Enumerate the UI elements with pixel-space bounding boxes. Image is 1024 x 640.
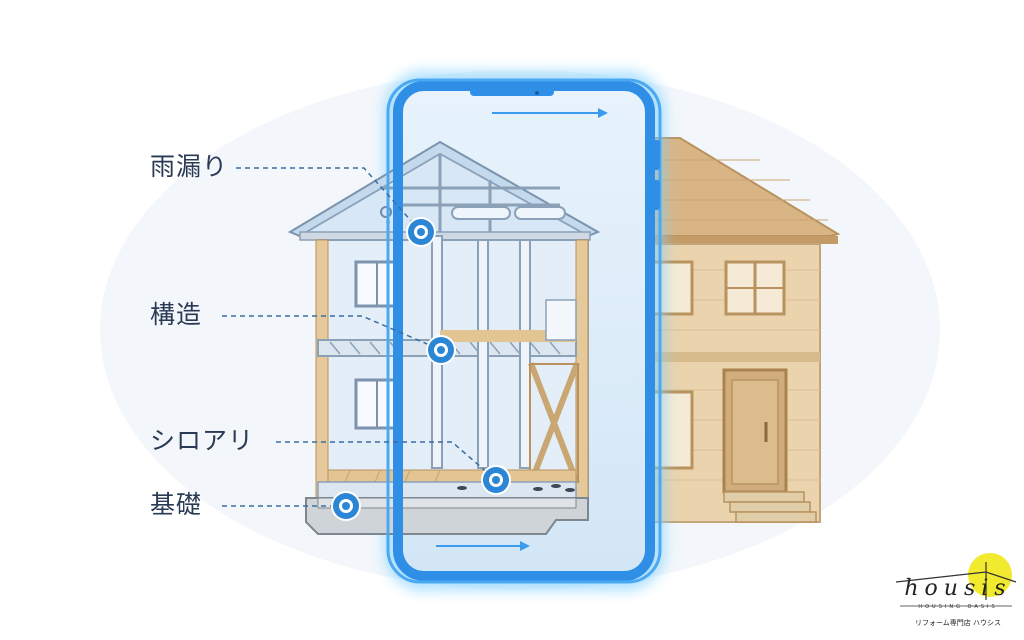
cutaway-house bbox=[287, 140, 601, 535]
marker-foundation bbox=[331, 491, 361, 521]
logo-subtitle: リフォーム専門店 ハウシス bbox=[914, 619, 1001, 627]
smartphone-frame bbox=[386, 78, 662, 584]
marker-termites bbox=[481, 465, 511, 495]
logo-tagline: HOUSING OASIS bbox=[918, 604, 998, 610]
callout-leaders bbox=[222, 167, 497, 507]
callout-label-termites: シロアリ bbox=[150, 426, 255, 455]
logo-mark bbox=[895, 553, 1017, 607]
callout-label-roof-leak: 雨漏り bbox=[150, 152, 229, 181]
marker-structure bbox=[426, 335, 456, 365]
marker-roof-leak bbox=[406, 217, 436, 247]
callout-label-structure: 構造 bbox=[150, 300, 203, 329]
callout-label-foundation: 基礎 bbox=[150, 490, 203, 519]
logo-name: housis bbox=[904, 576, 1012, 601]
logo: housis HOUSING OASIS リフォーム専門店 ハウシス bbox=[896, 578, 1020, 628]
